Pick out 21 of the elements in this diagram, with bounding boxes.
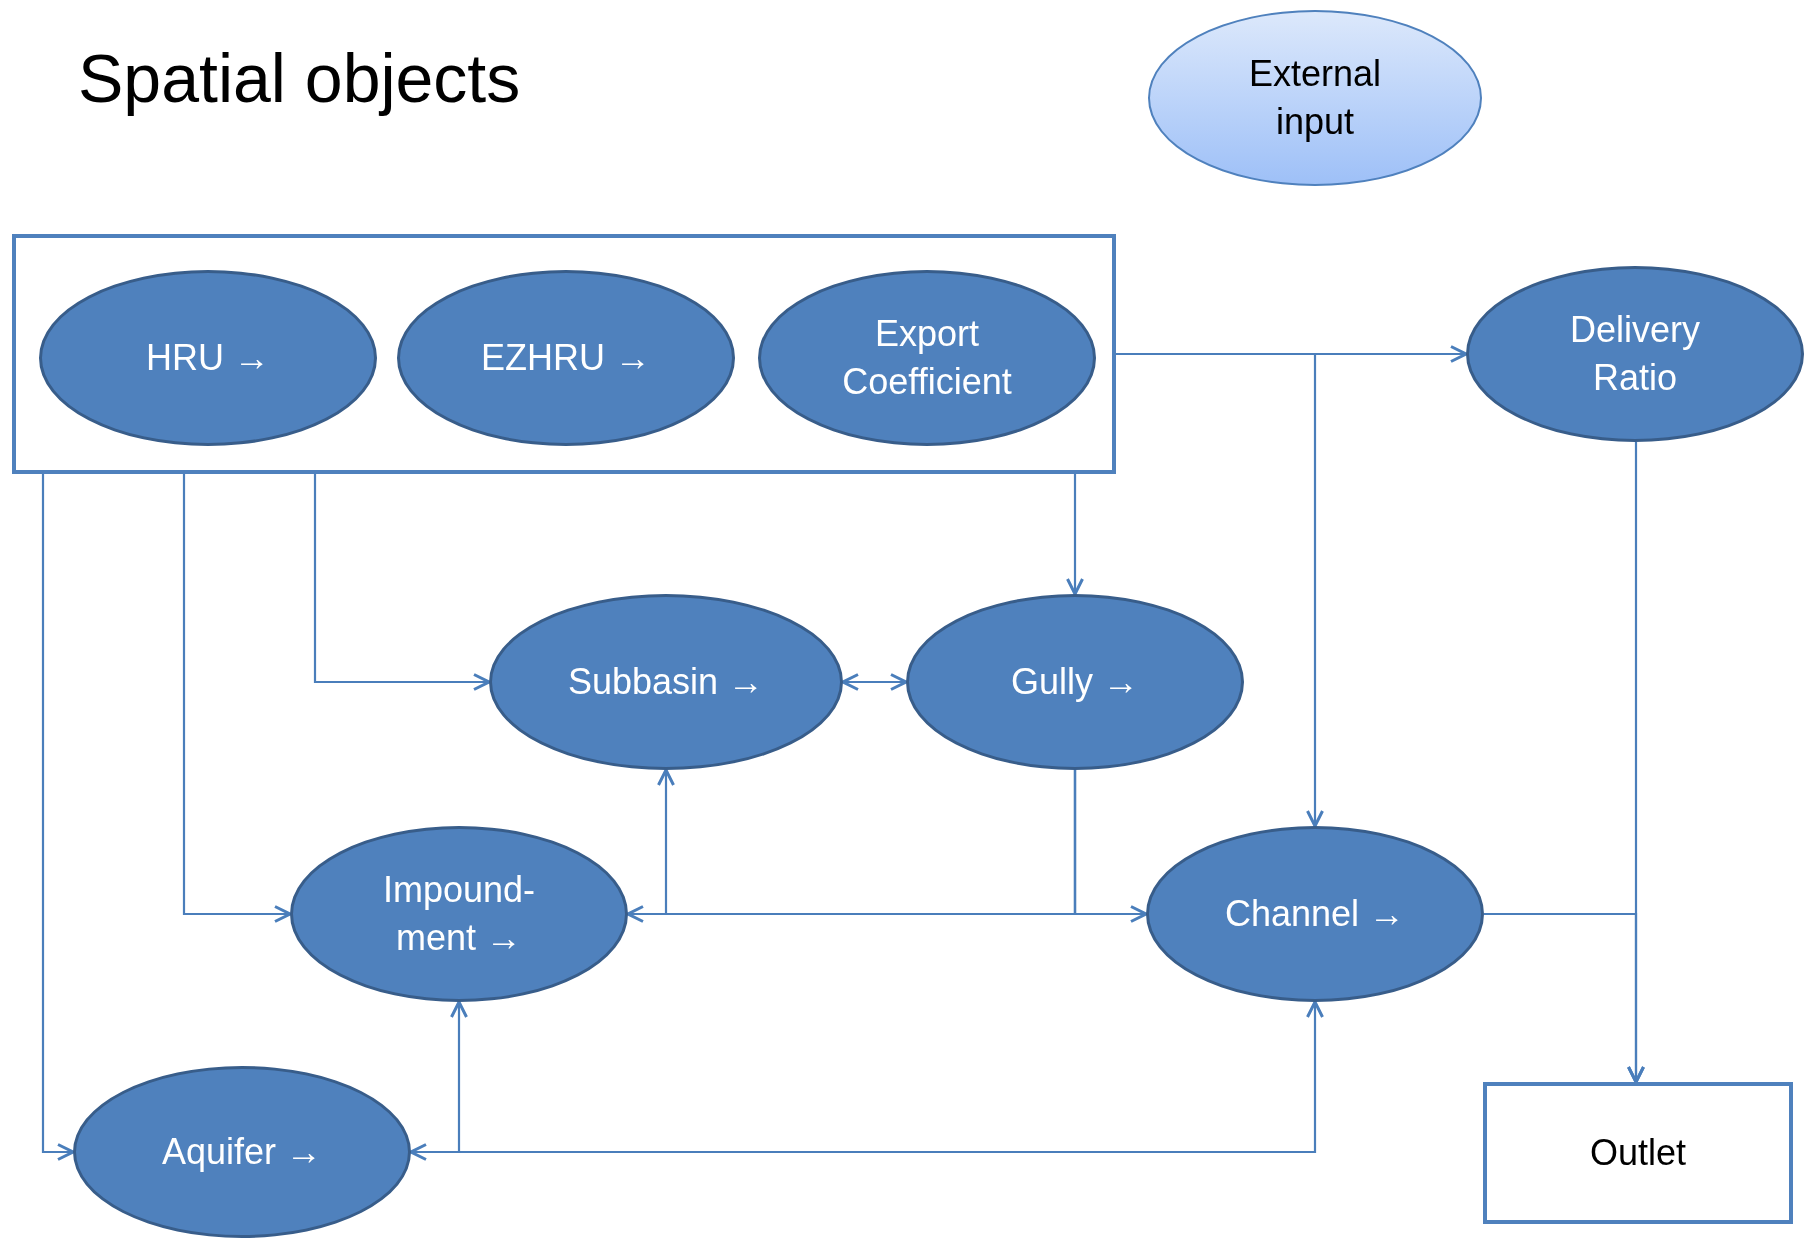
node-label: Subbasin → xyxy=(567,660,765,704)
node-label: External input xyxy=(1247,52,1383,144)
node-label: Gully → xyxy=(1011,660,1139,704)
node-label: Channel → xyxy=(1224,892,1406,936)
node-label: Aquifer → xyxy=(161,1130,323,1174)
arrow xyxy=(313,474,491,691)
group-box xyxy=(12,234,1116,474)
arrow xyxy=(841,673,908,691)
arrow xyxy=(409,1000,1324,1161)
arrow xyxy=(41,474,75,1161)
node-label: EZHRU → xyxy=(481,336,651,380)
node-label: HRU → xyxy=(146,336,270,380)
arrow xyxy=(1627,442,1645,1084)
node-label: Outlet xyxy=(1589,1131,1686,1175)
arrow xyxy=(1116,352,1324,828)
outlet-box xyxy=(1483,1082,1793,1224)
arrow xyxy=(182,474,292,923)
node-label: Export Coefficient xyxy=(841,312,1013,404)
node-label: Impound- ment → xyxy=(381,868,537,960)
node-label: Delivery Ratio xyxy=(1569,308,1701,400)
arrow xyxy=(1066,474,1084,596)
